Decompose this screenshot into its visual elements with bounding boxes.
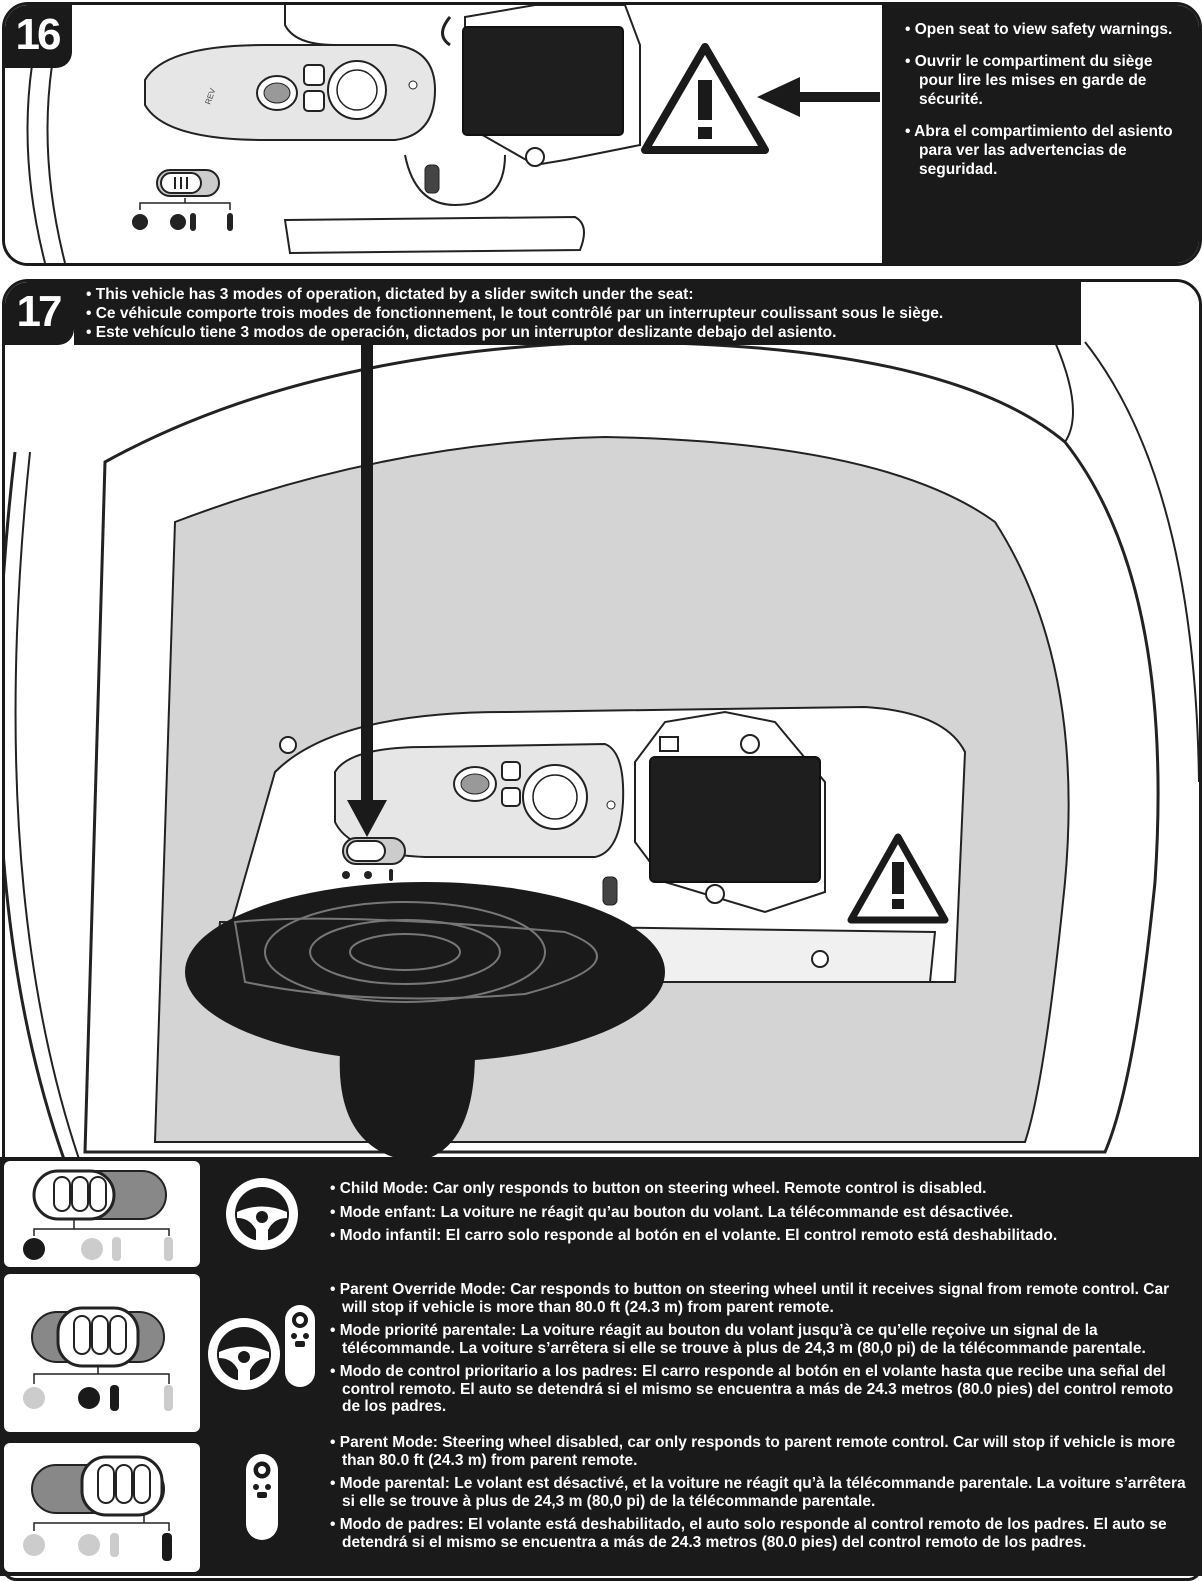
child-mode-en: • Child Mode: Car only responds to butto… (330, 1180, 987, 1197)
mode-row-child: • Child Mode: Car only responds to butto… (0, 1157, 1202, 1271)
step-16-panel: REV 16 • Op (2, 2, 1202, 266)
parent-mode-text: • Parent Mode: Steering wheel disabled, … (330, 1434, 1190, 1557)
step-16-text-box: • Open seat to view safety warnings. • O… (882, 5, 1199, 263)
parent-mode-es: • Modo de padres: El volante está deshab… (330, 1516, 1167, 1551)
step-17-number: 17 (5, 282, 74, 345)
child-mode-es: • Modo infantil: El carro solo responde … (330, 1227, 1058, 1244)
remote-control-icon (246, 1454, 278, 1540)
step-16-bullet-en: • Open seat to view safety warnings. (905, 21, 1173, 38)
step-16-illustration: REV (5, 5, 885, 263)
step-17-header-fr: • Ce véhicule comporte trois modes de fo… (86, 305, 944, 322)
parent-override-fr: • Mode priorité parentale: La voiture ré… (330, 1322, 1146, 1357)
step-16-bullet-fr: • Ouvrir le compartiment du siège pour l… (905, 53, 1153, 108)
step-16-number: 16 (5, 5, 72, 68)
parent-override-en: • Parent Override Mode: Car responds to … (330, 1281, 1170, 1316)
step-17-header-en: • This vehicle has 3 modes of operation,… (86, 286, 694, 303)
steering-wheel-icon (208, 1318, 280, 1390)
steering-wheel-icon (226, 1178, 298, 1250)
step-17-illustration (5, 282, 1199, 1172)
parent-mode-switch-diagram (4, 1443, 200, 1572)
child-mode-switch-diagram (4, 1161, 200, 1267)
child-mode-fr: • Mode enfant: La voiture ne réagit qu’a… (330, 1203, 1014, 1221)
parent-override-switch-diagram (4, 1274, 200, 1432)
step-17-header-box: • This vehicle has 3 modes of operation,… (74, 282, 1081, 345)
mode-row-parent-override: • Parent Override Mode: Car responds to … (0, 1271, 1202, 1439)
parent-override-text: • Parent Override Mode: Car responds to … (330, 1281, 1192, 1422)
parent-override-es: • Modo de control prioritario a los padr… (330, 1363, 1174, 1415)
child-mode-text: • Child Mode: Car only responds to butto… (330, 1180, 1190, 1251)
step-17-header-es: • Este vehículo tiene 3 modos de operaci… (86, 324, 837, 341)
parent-mode-fr: • Mode parental: Le volant est désactivé… (330, 1475, 1186, 1510)
remote-control-icon (285, 1305, 315, 1387)
step-16-bullet-es: • Abra el compartimiento del asiento par… (905, 123, 1173, 178)
parent-mode-en: • Parent Mode: Steering wheel disabled, … (330, 1434, 1176, 1469)
mode-row-parent: • Parent Mode: Steering wheel disabled, … (0, 1434, 1202, 1576)
